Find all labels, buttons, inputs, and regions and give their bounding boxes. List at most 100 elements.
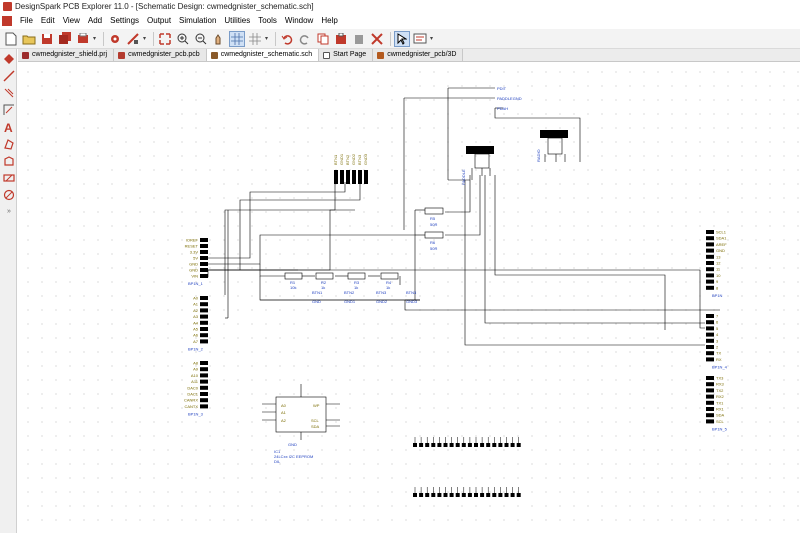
wire-icon[interactable]: [2, 68, 16, 83]
header-pin[interactable]: [200, 274, 208, 278]
toolbar-dropdown-3[interactable]: ▾: [265, 35, 269, 42]
header-pin[interactable]: [510, 493, 515, 497]
menu-window[interactable]: Window: [284, 16, 314, 25]
snap-icon[interactable]: [247, 31, 263, 47]
schematic-canvas[interactable]: PDIT PADDLEGND PDAH PADDLE RADIO BTN1 GN…: [18, 62, 800, 533]
cut-icon[interactable]: [351, 31, 367, 47]
header-pin[interactable]: [425, 493, 430, 497]
settings-icon[interactable]: [107, 31, 123, 47]
header-pin[interactable]: [461, 443, 466, 447]
menu-settings[interactable]: Settings: [110, 16, 140, 25]
radio-jack[interactable]: RADIO: [536, 130, 568, 162]
paddle-jack[interactable]: PADDLE: [461, 146, 494, 185]
header-pin[interactable]: [200, 379, 208, 384]
header-pin[interactable]: [431, 443, 436, 447]
header-pin[interactable]: [200, 308, 208, 313]
header-pin[interactable]: [419, 443, 424, 447]
header-pin[interactable]: [498, 443, 503, 447]
copy-icon[interactable]: [315, 31, 331, 47]
resistor-r4[interactable]: [380, 272, 399, 280]
header-pin[interactable]: [200, 327, 208, 331]
header-pin[interactable]: [706, 236, 714, 241]
polygon-icon[interactable]: [2, 136, 16, 151]
header-pin[interactable]: [480, 443, 485, 447]
header-pin[interactable]: [200, 250, 208, 254]
header-pin[interactable]: [200, 392, 208, 396]
text-icon[interactable]: A: [2, 119, 16, 134]
resistor-r5[interactable]: [424, 207, 444, 215]
header-pin[interactable]: [706, 279, 714, 284]
header-pin[interactable]: [455, 443, 460, 447]
delete-icon[interactable]: [369, 31, 385, 47]
header-pin[interactable]: [706, 273, 714, 278]
menu-view[interactable]: View: [62, 16, 80, 25]
header-pin[interactable]: [492, 493, 497, 497]
header-pin[interactable]: [200, 296, 208, 300]
header-pin[interactable]: [706, 326, 714, 331]
tab-project[interactable]: cwmedgnister_shield.prj: [18, 49, 115, 61]
undo-icon[interactable]: [279, 31, 295, 47]
print-icon[interactable]: [75, 31, 91, 47]
bottom-header-1[interactable]: [413, 437, 521, 447]
header-pin[interactable]: [706, 413, 714, 418]
header-pin[interactable]: [486, 493, 491, 497]
resistor-r1[interactable]: [284, 272, 303, 280]
menu-file[interactable]: File: [20, 16, 33, 25]
header-pin[interactable]: [706, 357, 714, 362]
header-pin[interactable]: [200, 320, 208, 325]
toolbar-dropdown-2[interactable]: ▾: [143, 35, 147, 42]
header-pin[interactable]: [706, 332, 714, 337]
header-pin[interactable]: [200, 373, 208, 378]
schematic-drawing[interactable]: PDIT PADDLEGND PDAH PADDLE RADIO BTN1 GN…: [18, 62, 800, 533]
select-icon[interactable]: [394, 30, 410, 47]
header-pin[interactable]: [706, 261, 714, 265]
header-pin[interactable]: [200, 361, 208, 365]
header-pin[interactable]: [706, 382, 714, 387]
header-pin[interactable]: [706, 345, 714, 349]
header-pin[interactable]: [413, 443, 417, 447]
header-pin[interactable]: [425, 443, 430, 447]
header-pin[interactable]: [504, 493, 509, 497]
header-pin[interactable]: [443, 493, 448, 497]
header-pin[interactable]: [200, 262, 208, 266]
header-pin[interactable]: [498, 493, 503, 497]
resistor-r2[interactable]: [315, 272, 334, 280]
menu-output[interactable]: Output: [147, 16, 172, 25]
header-pin[interactable]: [200, 398, 208, 403]
header-pin[interactable]: [706, 388, 714, 393]
circle-icon[interactable]: [2, 187, 16, 202]
header-pin[interactable]: [706, 254, 714, 259]
header-pin[interactable]: [431, 493, 436, 497]
header-pin[interactable]: [706, 407, 714, 411]
paste-icon[interactable]: [333, 31, 349, 47]
redo-icon[interactable]: [297, 31, 313, 47]
header-pin[interactable]: [474, 443, 478, 447]
header-pin[interactable]: [706, 351, 714, 356]
zoom-out-icon[interactable]: [193, 31, 209, 47]
shape-icon[interactable]: [2, 153, 16, 168]
rectangle-icon[interactable]: [2, 170, 16, 185]
header-pin[interactable]: [706, 230, 714, 234]
header-pin[interactable]: [443, 443, 448, 447]
header-pin[interactable]: [510, 443, 515, 447]
system-menu-icon[interactable]: [2, 16, 12, 26]
header-pin[interactable]: [706, 394, 714, 399]
bus-icon[interactable]: [2, 85, 16, 100]
grid-icon[interactable]: [229, 30, 245, 47]
header-pin[interactable]: [461, 493, 466, 497]
header-pin[interactable]: [200, 339, 208, 344]
open-icon[interactable]: [21, 31, 37, 47]
header-pin[interactable]: [200, 256, 208, 260]
save-all-icon[interactable]: [57, 31, 73, 47]
header-pin[interactable]: [516, 443, 521, 447]
header-pin[interactable]: [455, 493, 460, 497]
header-pin[interactable]: [200, 268, 208, 272]
tab-schematic[interactable]: cwmedgnister_schematic.sch: [206, 49, 320, 61]
header-pin[interactable]: [706, 338, 714, 343]
header-pin[interactable]: [516, 493, 521, 497]
resistor-r3[interactable]: [347, 272, 366, 280]
